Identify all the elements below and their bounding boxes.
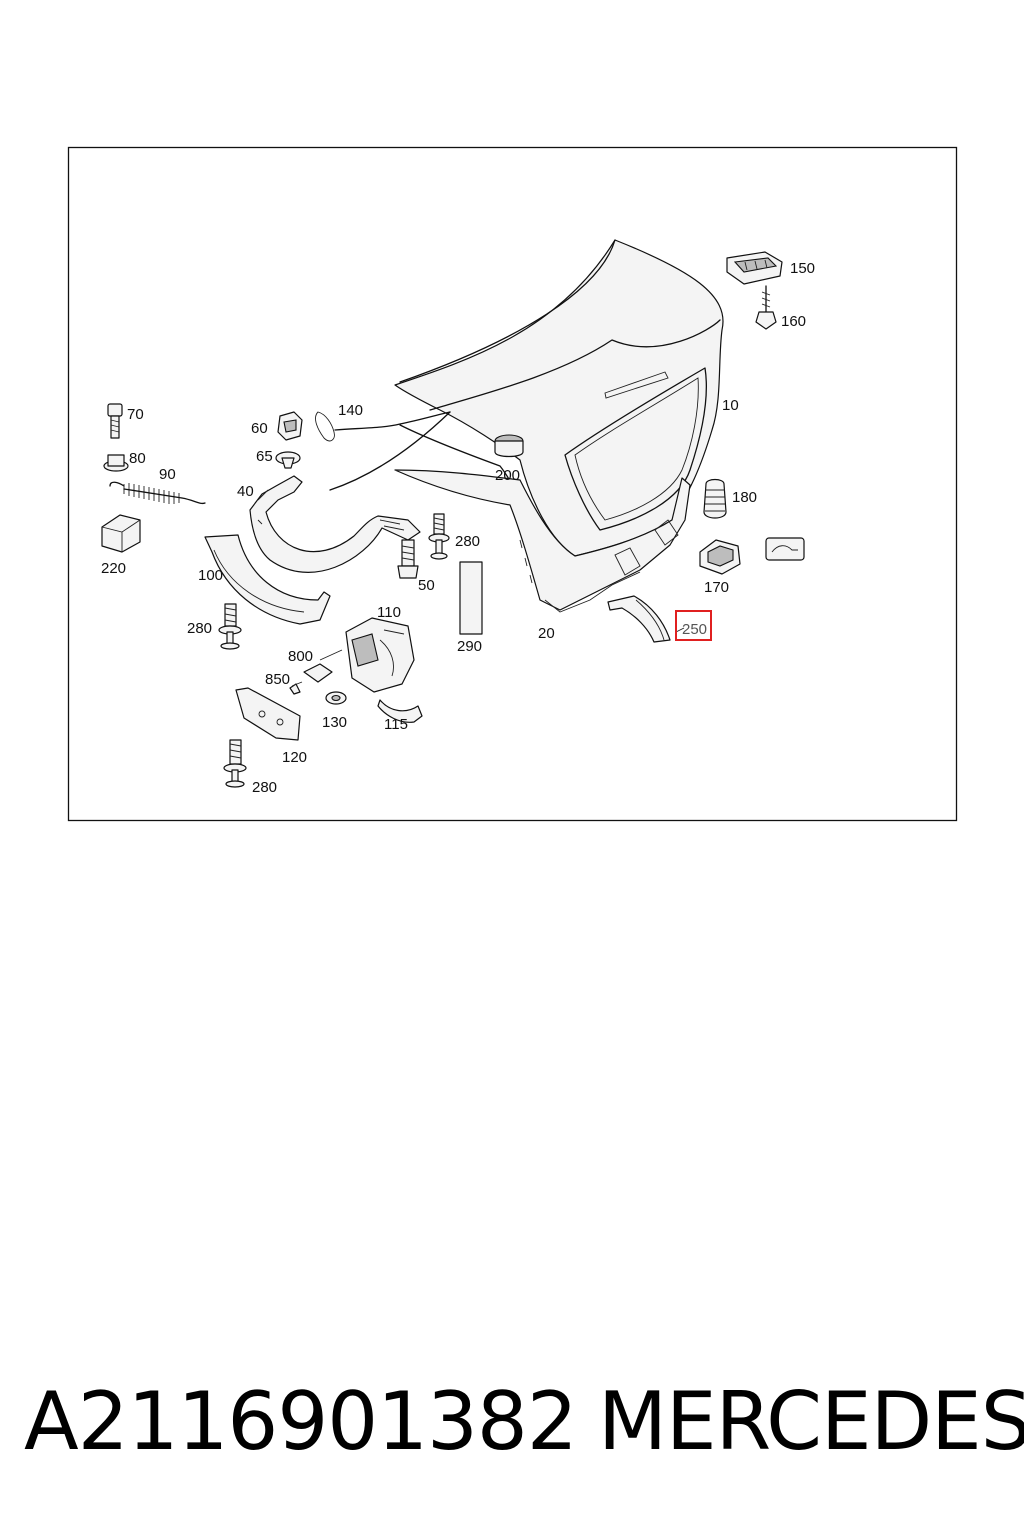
- label-200: 200: [495, 467, 520, 484]
- leader-lines: [291, 627, 685, 687]
- part-labels: 10 20 40 50 60 65 70 80 90 100 110 115 1…: [101, 260, 815, 796]
- lock-110: [345, 617, 415, 693]
- label-110: 110: [377, 604, 401, 621]
- label-80: 80: [129, 450, 146, 467]
- release-cable: [315, 411, 451, 491]
- label-150: 150: [790, 260, 815, 277]
- rubber-buffer-180: [703, 478, 727, 519]
- nut-130: [325, 691, 347, 705]
- label-180: 180: [732, 489, 757, 506]
- license-lamp-170: [699, 537, 805, 575]
- bumper-stop-150: [726, 251, 783, 330]
- label-70: 70: [127, 406, 144, 423]
- label-160: 160: [781, 313, 806, 330]
- label-170: 170: [704, 579, 729, 596]
- bolt-70: [107, 403, 123, 439]
- bolt-50: [397, 539, 419, 579]
- trim-part-250: [607, 595, 671, 643]
- clip-60: [277, 411, 303, 441]
- label-strip-290: [459, 561, 483, 635]
- label-850: 850: [265, 671, 290, 688]
- block-220: [101, 514, 141, 553]
- bracket-120: [235, 687, 301, 741]
- grommet-80: [103, 454, 129, 472]
- bolt-280-upper: [428, 513, 450, 560]
- label-250: 250: [682, 621, 707, 638]
- brand-name: MERCEDES: [598, 1375, 1024, 1468]
- label-130: 130: [322, 714, 347, 731]
- bolt-280-lower: [223, 739, 247, 788]
- label-40: 40: [237, 483, 254, 500]
- footer: A2116901382 MERCEDES: [0, 1372, 1024, 1472]
- gas-strut-bracket-100: [204, 534, 331, 625]
- bolt-280-mid: [218, 603, 242, 650]
- label-60: 60: [251, 420, 268, 437]
- label-100: 100: [198, 567, 223, 584]
- plug-200: [494, 434, 524, 458]
- hinge-40: [249, 475, 421, 573]
- label-20: 20: [538, 625, 555, 642]
- label-140: 140: [338, 402, 363, 419]
- label-10: 10: [722, 397, 739, 414]
- label-800: 800: [288, 648, 313, 665]
- spring-90: [109, 481, 206, 505]
- highlight-box-250: [675, 610, 712, 641]
- label-280-mid: 280: [187, 620, 212, 637]
- label-120: 120: [282, 749, 307, 766]
- label-65: 65: [256, 448, 273, 465]
- clip-800: [303, 663, 333, 683]
- label-280-upper: 280: [455, 533, 480, 550]
- striker-115: [377, 699, 423, 723]
- label-90: 90: [159, 466, 176, 483]
- label-220: 220: [101, 560, 126, 577]
- lower-trim-panel: [394, 469, 691, 613]
- label-280-lower: 280: [252, 779, 277, 796]
- part-number: A2116901382: [24, 1375, 578, 1468]
- label-115: 115: [384, 716, 408, 733]
- label-50: 50: [418, 577, 435, 594]
- clip-65: [275, 451, 301, 469]
- label-290: 290: [457, 638, 482, 655]
